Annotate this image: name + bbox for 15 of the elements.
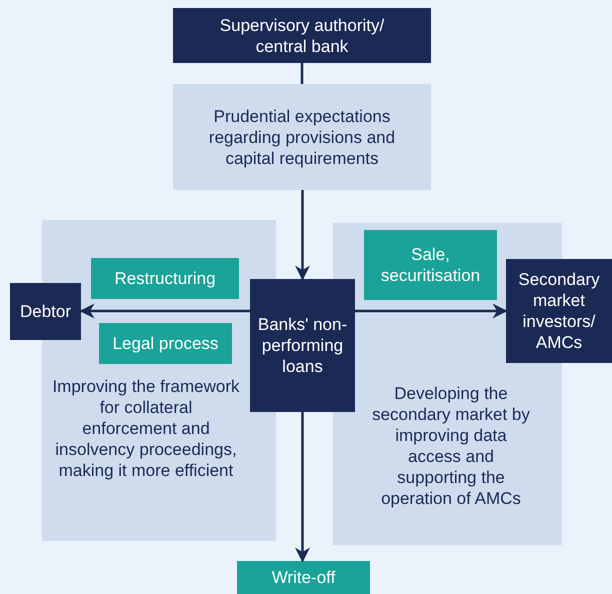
debtor-box: Debtor: [10, 283, 81, 340]
restructuring-box: Restructuring: [91, 258, 239, 299]
legal-process-box: Legal process: [99, 323, 232, 364]
panel-text: Developing the secondary market by improving data access and supporting the operation of AMCs: [371, 383, 531, 509]
write-off-box: Write-off: [237, 561, 370, 594]
arrow: [295, 190, 310, 280]
expectations-box: Prudential expectations regarding provisions and capital requirements: [173, 84, 431, 190]
arrow: [355, 304, 508, 318]
panel-text: Improving the framework for collateral enforcement and insolvency proceedings, making it more efficient: [51, 376, 241, 481]
arrow: [295, 412, 310, 562]
authority-box: Supervisory authority/ central bank: [173, 8, 431, 63]
arrow: [80, 304, 250, 318]
sale-securitisation-box: Sale, securitisation: [364, 230, 497, 300]
loans-box: Banks' non-performing loans: [250, 279, 355, 412]
investors-box: Secondary market investors/ AMCs: [506, 259, 612, 363]
